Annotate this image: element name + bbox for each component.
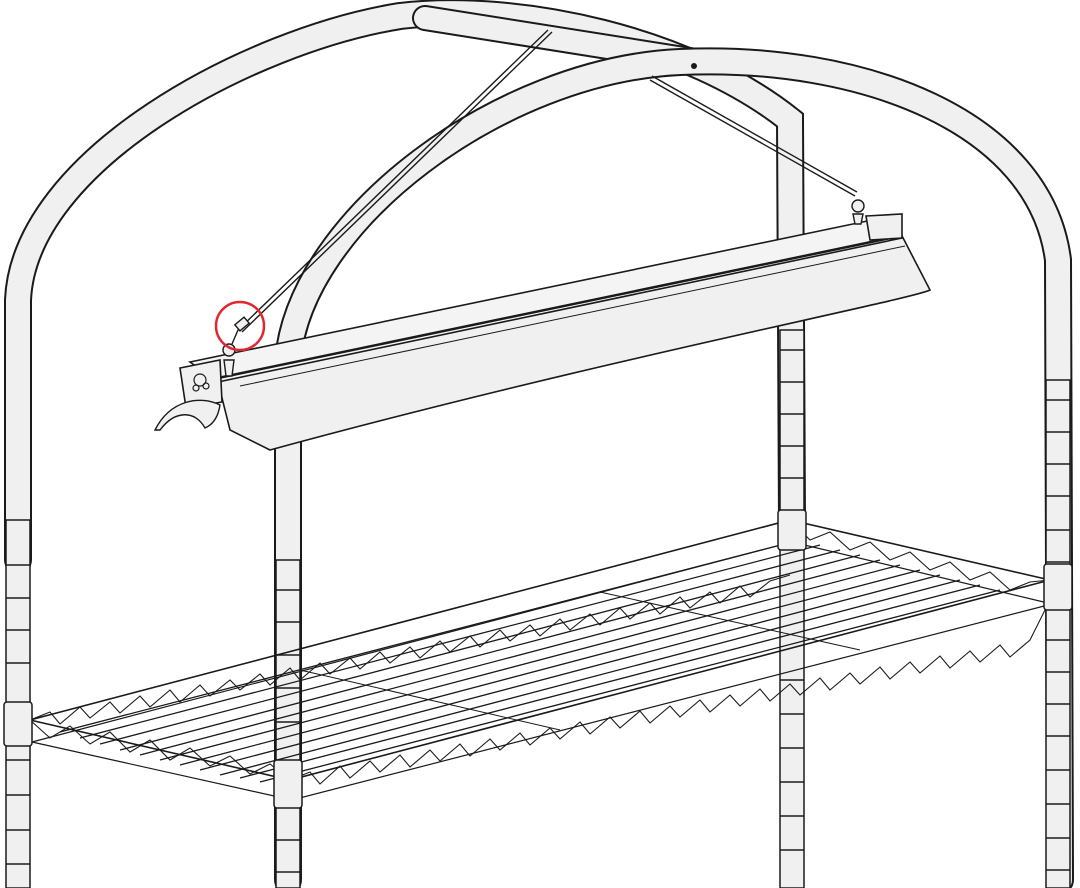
frame-bolt-icon — [691, 63, 697, 69]
shelf-deck-wires — [59, 539, 1001, 783]
post-right-back — [779, 329, 805, 888]
shelf-zigzag-back — [29, 574, 791, 725]
highlight-circle — [214, 300, 266, 352]
collar-right-back — [777, 509, 807, 551]
hanging-ring-right-icon — [851, 199, 865, 225]
shelf-zigzag-right — [789, 519, 1051, 591]
power-socket-icon — [192, 373, 210, 392]
cable-right — [649, 79, 856, 197]
light-reflector — [214, 231, 932, 451]
cable-adjuster-clip — [231, 316, 251, 345]
light-end-cap-left — [179, 359, 223, 409]
hanging-cables — [237, 29, 858, 333]
shelf-collars — [3, 509, 1073, 809]
shelf-zigzag-front — [289, 599, 1051, 785]
grow-light-fixture — [153, 199, 932, 451]
cable-left — [237, 29, 549, 331]
collar-left-back — [3, 701, 33, 747]
wire-shelf — [29, 519, 1053, 801]
post-right-front — [1045, 379, 1071, 888]
collar-left-front — [273, 759, 303, 809]
arched-frame — [4, 0, 1074, 888]
collar-right-front — [1043, 563, 1073, 611]
light-end-cap-right — [865, 213, 903, 241]
